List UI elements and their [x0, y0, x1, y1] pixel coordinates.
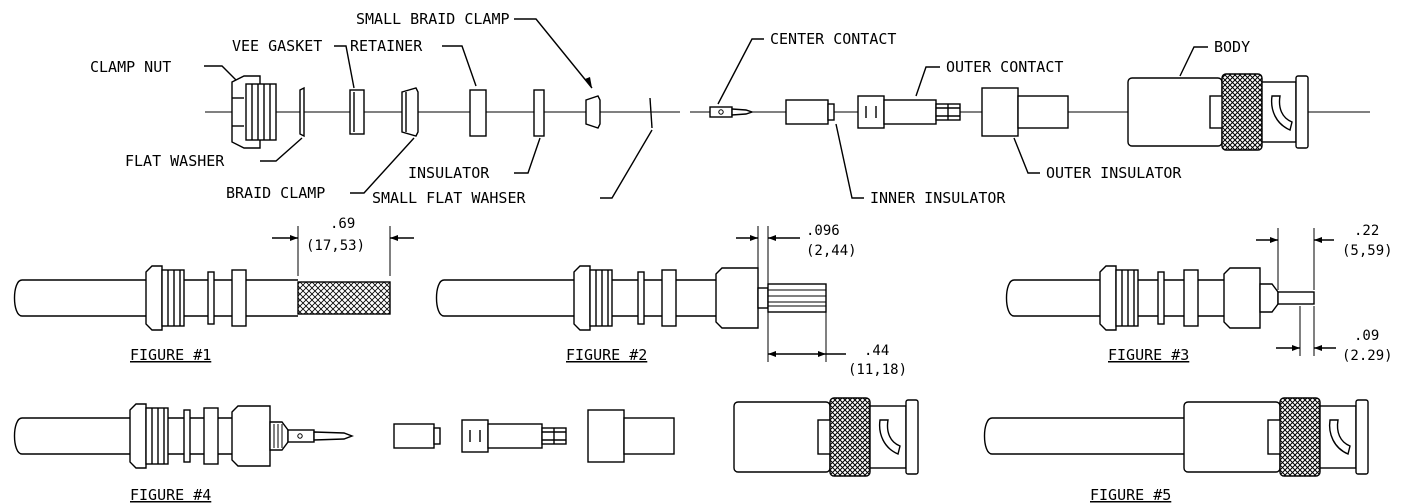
label-outer-contact: OUTER CONTACT [946, 58, 1063, 76]
small-braid-clamp-part [585, 95, 601, 129]
label-inner-insulator: INNER INSULATOR [870, 189, 1006, 207]
part-labels: SMALL BRAID CLAMP VEE GASKET RETAINER CL… [90, 10, 1250, 207]
label-outer-insulator: OUTER INSULATOR [1046, 164, 1182, 182]
fig3-dim2-mm: (2.29) [1342, 348, 1393, 364]
braid-clamp-part [401, 87, 419, 137]
fig1-dim-mm: (17,53) [306, 238, 365, 254]
fig2-dim-inch: .096 [806, 223, 840, 239]
inner-insulator-part [785, 99, 835, 125]
figure-2: .096 (2,44) .44 (11,18) FIGURE #2 [435, 223, 907, 378]
label-small-flat-washer: SMALL FLAT WAHSER [372, 189, 526, 207]
figure-1: .69 (17,53) FIGURE #1 [13, 216, 414, 364]
figure-4-caption: FIGURE #4 [130, 486, 211, 504]
body-part [1127, 73, 1309, 151]
label-insulator: INSULATOR [408, 164, 490, 182]
center-contact-part [709, 106, 755, 118]
label-small-braid-clamp: SMALL BRAID CLAMP [356, 10, 510, 28]
vee-gasket-part [349, 89, 365, 135]
fig3-dim2-inch: .09 [1354, 328, 1379, 344]
fig2-dim-mm: (2,44) [806, 243, 857, 259]
label-center-contact: CENTER CONTACT [770, 30, 896, 48]
outer-contact-part [857, 95, 961, 129]
fig1-dim-inch: .69 [330, 216, 355, 232]
label-clamp-nut: CLAMP NUT [90, 58, 171, 76]
fig2-dim2-inch: .44 [864, 343, 889, 359]
figure-2-caption: FIGURE #2 [566, 346, 647, 364]
figure-5: FIGURE #5 [983, 397, 1369, 504]
label-body: BODY [1214, 38, 1250, 56]
fig3-dim-mm: (5,59) [1342, 243, 1393, 259]
exploded-view [205, 73, 1370, 151]
figure-3: .22 (5,59) .09 (2.29) FIGURE #3 [1005, 223, 1393, 364]
figure-1-caption: FIGURE #1 [130, 346, 211, 364]
figure-4: FIGURE #4 [13, 397, 919, 504]
label-flat-washer: FLAT WASHER [125, 152, 225, 170]
fig3-dim-inch: .22 [1354, 223, 1379, 239]
outer-insulator-part [981, 87, 1069, 137]
retainer-part [469, 89, 487, 137]
flat-washer-part [299, 86, 305, 138]
clamp-nut-part [231, 75, 277, 149]
small-flat-washer-part [649, 97, 653, 129]
fig2-dim2-mm: (11,18) [848, 362, 907, 378]
insulator-part [533, 89, 545, 137]
label-vee-gasket: VEE GASKET [232, 37, 322, 55]
figure-3-caption: FIGURE #3 [1108, 346, 1189, 364]
label-braid-clamp: BRAID CLAMP [226, 184, 325, 202]
label-retainer: RETAINER [350, 37, 423, 55]
figure-5-caption: FIGURE #5 [1090, 486, 1171, 504]
